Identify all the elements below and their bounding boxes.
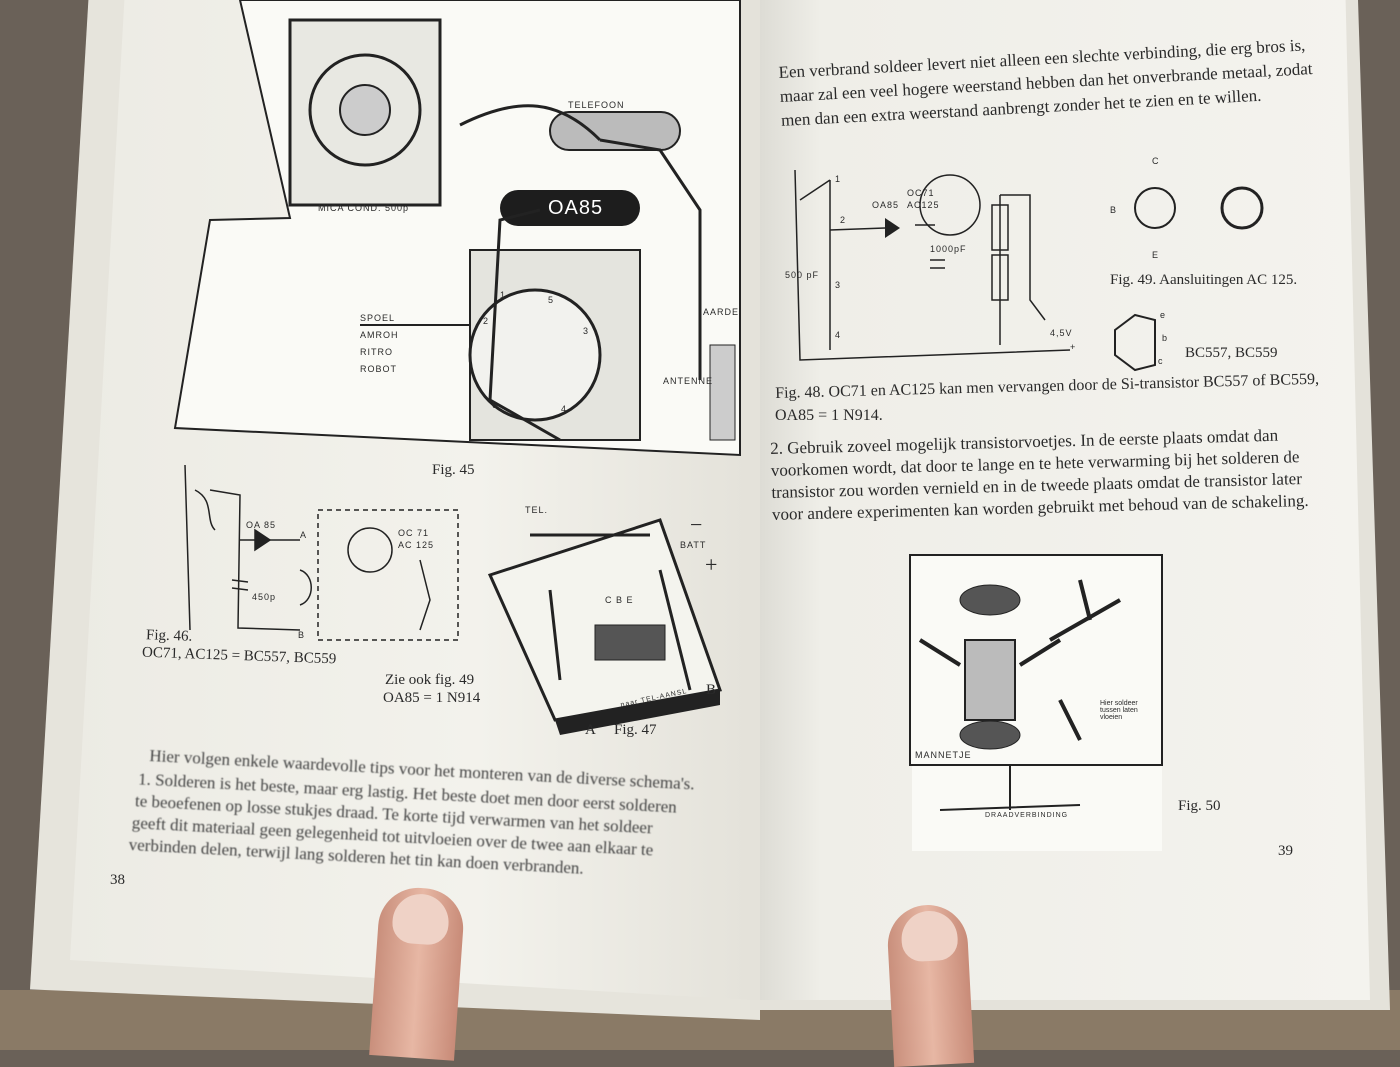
label-mannetje: MANNETJE: [915, 750, 972, 760]
note-oa85: OA85 = 1 N914: [383, 690, 481, 706]
label-hier-soldeer: Hier soldeer tussen laten vloeien: [1100, 700, 1138, 721]
label-batt: BATT: [680, 540, 707, 550]
label-a: A: [300, 530, 308, 540]
label-cbe: C B E: [605, 595, 634, 605]
label-500pf: 500 pF: [785, 270, 820, 280]
pin-label: 3: [583, 326, 590, 336]
label-robot: ROBOT: [360, 364, 398, 374]
page-number-right: 39: [1278, 843, 1293, 859]
tap-label: 2: [840, 215, 847, 225]
label-draadverbinding: DRAADVERBINDING: [985, 812, 1069, 819]
label-mica-cond: MICA COND. 500p: [318, 203, 410, 213]
tap-label: 4: [835, 330, 842, 340]
label-telefoon: TELEFOON: [568, 100, 625, 110]
label-plus: +: [1070, 342, 1077, 352]
label-spoel: SPOEL: [360, 313, 396, 323]
label-aarde: AARDE: [703, 307, 740, 317]
pin-label: 1: [500, 290, 507, 300]
label-ritro: RITRO: [360, 347, 393, 357]
page-number-left: 38: [110, 872, 125, 888]
pin-c: C: [1152, 156, 1160, 166]
label-amroh: AMROH: [360, 330, 399, 340]
fig49-caption: Fig. 49. Aansluitingen AC 125.: [1110, 272, 1298, 288]
label-a: A: [585, 722, 596, 738]
label-antenne: ANTENNE: [663, 376, 714, 386]
label-oc71: OC 71: [398, 528, 430, 538]
pin-c-small: c: [1158, 356, 1164, 366]
pin-label: 5: [548, 295, 555, 305]
label-minus: −: [690, 512, 703, 537]
label-b: B: [298, 630, 306, 640]
label-plus: +: [705, 552, 718, 577]
label-1000pf: 1000pF: [930, 244, 967, 254]
bc-caption: BC557, BC559: [1185, 345, 1278, 361]
label-b: B: [706, 682, 717, 698]
note-zie-ook: Zie ook fig. 49: [385, 672, 475, 688]
pin-label: 4: [561, 404, 568, 414]
pin-e-small: e: [1160, 310, 1167, 320]
fig47-caption: Fig. 47: [614, 722, 657, 738]
tap-label: 3: [835, 280, 842, 290]
label-tel: TEL.: [525, 505, 549, 515]
pin-label: 2: [483, 316, 490, 326]
label-oc71: OC71: [907, 188, 935, 198]
label-oa85: OA85: [548, 197, 604, 219]
label-oa85: OA85: [872, 200, 900, 210]
label-ac125: AC 125: [398, 540, 435, 550]
pin-label: 6: [492, 400, 499, 410]
pin-b: B: [1110, 205, 1118, 215]
fig48-caption2: OA85 = 1 N914.: [775, 407, 883, 424]
tap-label: 1: [835, 174, 842, 184]
fig45-caption: Fig. 45: [432, 462, 475, 478]
fig50-caption: Fig. 50: [1178, 798, 1221, 814]
label-450p: 450p: [252, 592, 277, 602]
label-oa85: OA 85: [246, 520, 277, 530]
label-4-5v: 4,5V: [1050, 328, 1073, 338]
left-thumb: [369, 885, 466, 1061]
pin-b-small: b: [1162, 333, 1169, 343]
right-thumb: [885, 903, 975, 1067]
label-ac125: AC125: [907, 200, 940, 210]
pin-e: E: [1152, 250, 1160, 260]
